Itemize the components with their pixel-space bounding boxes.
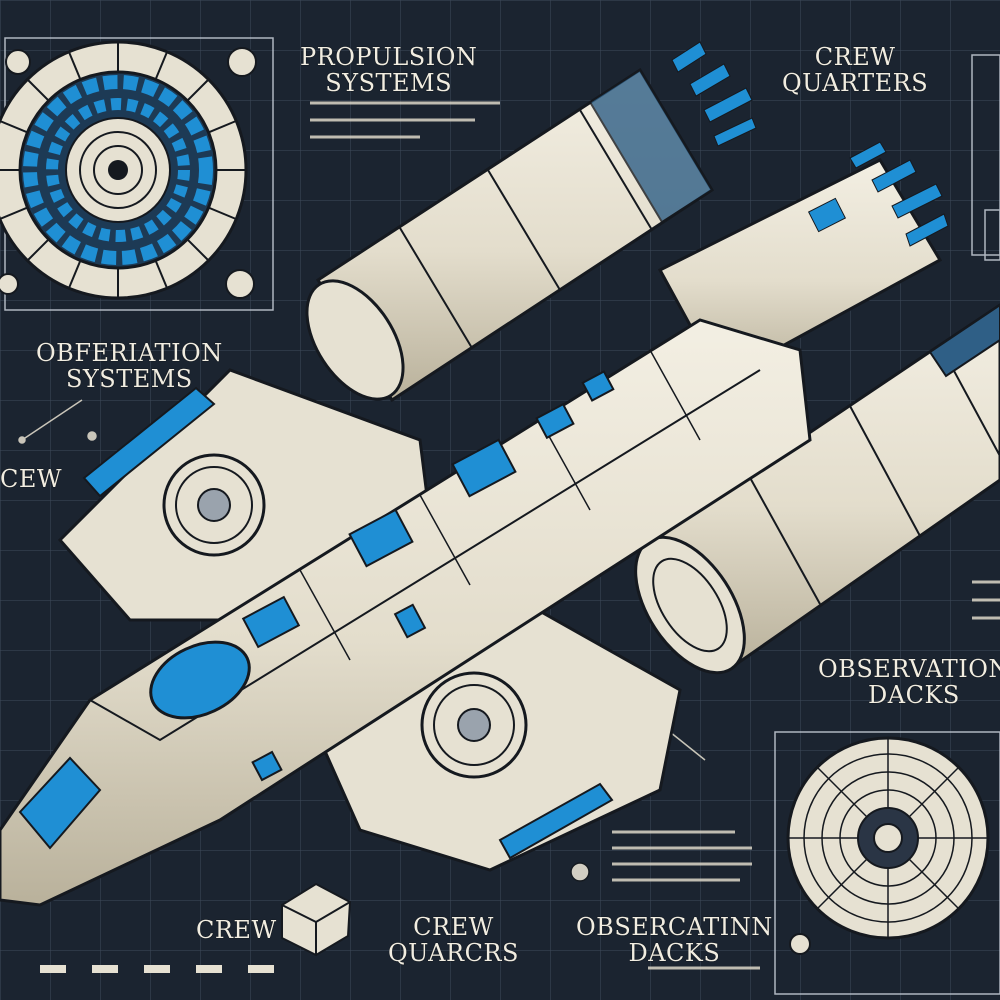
reactor-detail-top-left	[0, 40, 257, 300]
label-line: CREW	[196, 916, 277, 944]
label-line: DACKS	[868, 681, 960, 709]
label-obferiation-systems: OBFERIATION SYSTEMS	[36, 340, 223, 392]
label-line: OBSERVATION	[818, 655, 1000, 683]
bottom-right-detail-frame	[774, 731, 1000, 995]
reactor-detail-bottom-right	[786, 736, 990, 955]
label-line: QUARCRS	[388, 939, 519, 967]
label-observation-dacks-right: OBSERVATION DACKS	[818, 656, 1000, 708]
cargo-module	[281, 882, 352, 957]
right-edge-panel	[971, 54, 1000, 256]
scale-bar	[40, 965, 300, 973]
label-line: OBSERCATINN	[576, 913, 773, 941]
main-hull	[0, 318, 812, 907]
engine-nacelle-upper	[305, 41, 757, 403]
label-line: CEW	[0, 465, 63, 493]
label-crew-quarters-bottom: CREW QUARCRS	[388, 914, 519, 966]
label-crew-bottom: CREW	[196, 917, 277, 943]
label-line: PROPULSION	[300, 43, 478, 71]
label-crew-left-edge: CEW	[0, 466, 62, 492]
label-line: CREW	[413, 913, 494, 941]
label-line: CREW	[814, 43, 896, 71]
label-observation-dacks-bottom: OBSERCATINN DACKS	[576, 914, 773, 966]
wing-lower	[318, 598, 682, 872]
label-line: DACKS	[628, 939, 721, 967]
label-line: SYSTEMS	[325, 69, 453, 97]
spaceship	[0, 41, 1000, 957]
label-line: OBFERIATION	[36, 339, 223, 367]
label-propulsion-systems: PROPULSION SYSTEMS	[300, 44, 477, 96]
label-line: QUARTERS	[782, 69, 929, 97]
label-crew-quarters-top: CREW QUARTERS	[782, 44, 928, 96]
engine-nacelle-right	[634, 303, 1000, 675]
annotation-scribbles	[310, 101, 1000, 970]
right-edge-tab	[984, 209, 1000, 261]
label-line: SYSTEMS	[65, 365, 193, 393]
